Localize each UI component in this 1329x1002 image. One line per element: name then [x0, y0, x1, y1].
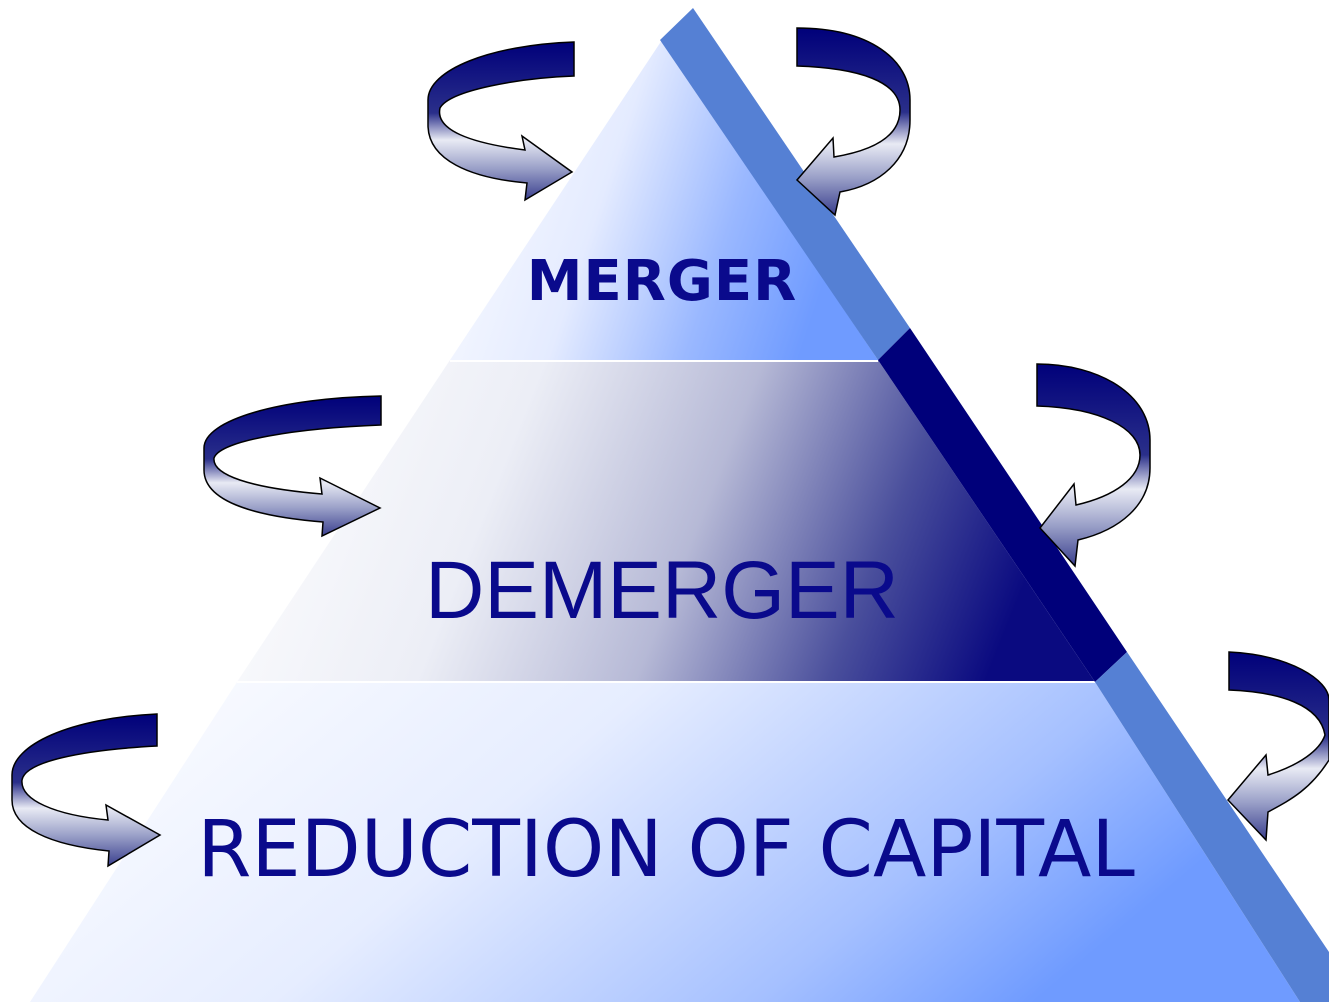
edge-bar-top-segment — [660, 8, 910, 360]
tier-label-reduction-of-capital: REDUCTION OF CAPITAL — [197, 805, 1135, 895]
edge-bar-bottom-segment — [1095, 652, 1329, 1002]
tier-bottom-shape — [30, 682, 1300, 1002]
curved-arrow-icon — [1036, 363, 1151, 568]
pyramid — [30, 40, 1300, 1002]
pyramid-edge-bar — [660, 8, 1329, 1002]
curved-arrow-icon — [203, 395, 382, 538]
arrow-top-right — [795, 27, 911, 217]
curved-arrow-icon — [1226, 651, 1329, 842]
arrow-middle-left — [203, 395, 382, 538]
tier-label-demerger: DEMERGER — [425, 545, 899, 636]
arrow-bottom-left — [11, 713, 162, 868]
tier-label-merger: MERGER — [527, 249, 797, 314]
edge-bar-middle-segment — [878, 328, 1127, 682]
arrow-middle-right — [1036, 363, 1151, 568]
tier-top-shape — [450, 40, 878, 360]
curved-arrow-icon — [795, 27, 911, 217]
curved-arrow-icon — [11, 713, 162, 868]
curved-arrow-icon — [427, 41, 575, 202]
tier-middle-shape — [237, 360, 1095, 682]
arrow-bottom-right — [1226, 651, 1329, 842]
arrow-top-left — [427, 41, 575, 202]
